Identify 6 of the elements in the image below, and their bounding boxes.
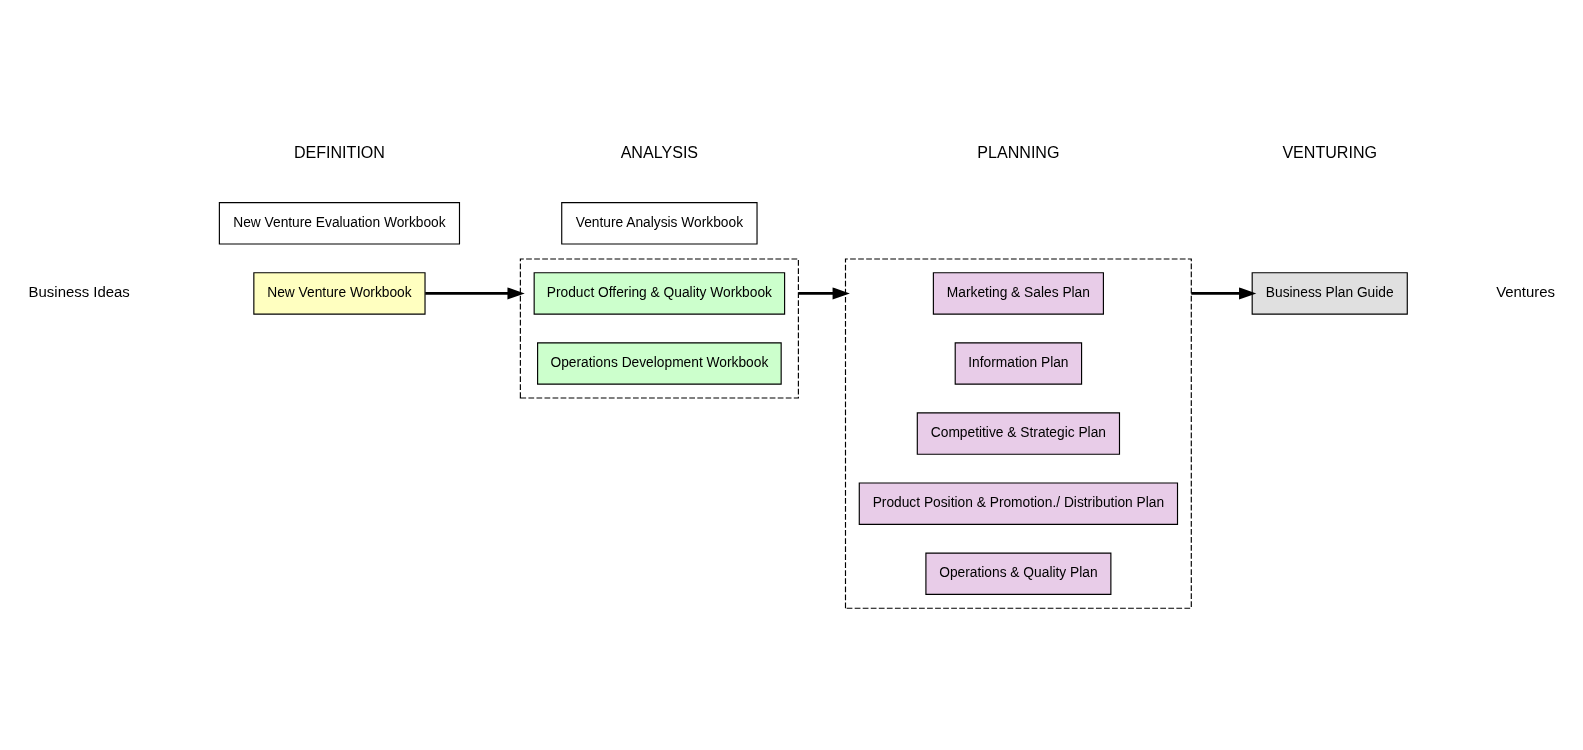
label: Business Ideas bbox=[28, 283, 130, 301]
label: Ventures bbox=[1496, 283, 1556, 301]
label: DEFINITION bbox=[293, 142, 385, 161]
label: PLANNING bbox=[977, 142, 1060, 161]
label: VENTURING bbox=[1282, 142, 1378, 161]
label: ANALYSIS bbox=[620, 142, 699, 161]
